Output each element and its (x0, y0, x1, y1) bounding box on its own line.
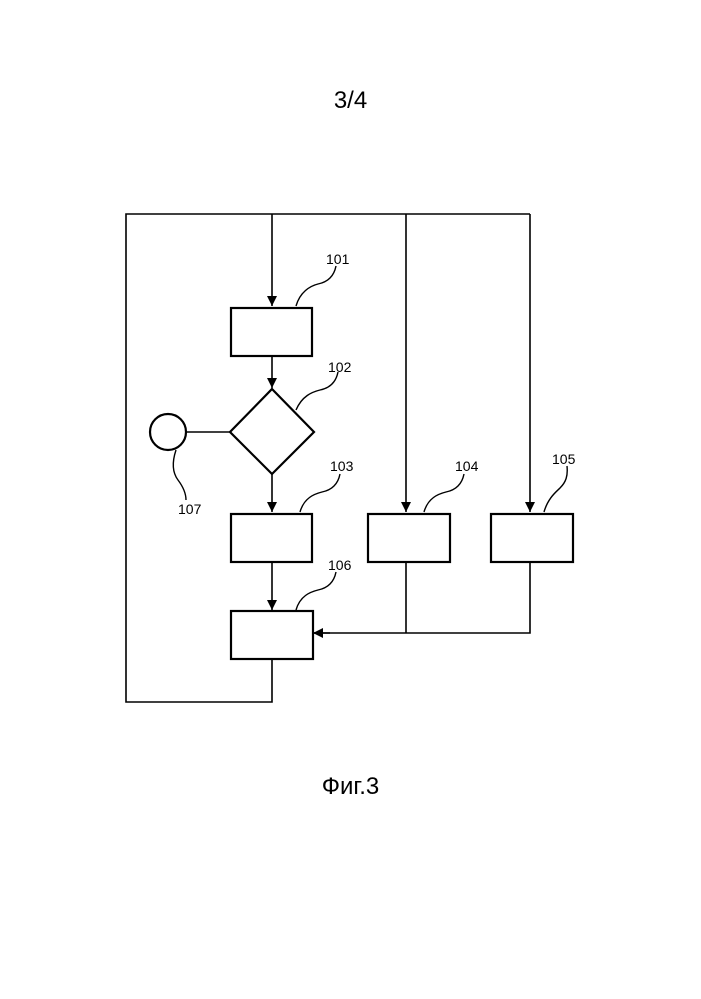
block-104 (368, 514, 450, 562)
label-105: 105 (552, 451, 576, 467)
block-106 (231, 611, 313, 659)
leader-104 (424, 474, 464, 512)
terminal-107 (150, 414, 186, 450)
block-105 (491, 514, 573, 562)
leader-106 (296, 572, 336, 610)
figure-caption: Фиг.3 (0, 772, 701, 802)
leader-102 (296, 372, 338, 410)
leader-101 (296, 266, 336, 306)
label-102: 102 (328, 359, 352, 375)
block-101 (231, 308, 312, 356)
leader-107 (173, 450, 186, 500)
label-103: 103 (330, 458, 354, 474)
leader-105 (544, 466, 567, 512)
label-104: 104 (455, 458, 479, 474)
label-107: 107 (178, 501, 202, 517)
block-103 (231, 514, 312, 562)
label-101: 101 (326, 251, 350, 267)
leader-103 (300, 474, 340, 512)
label-106: 106 (328, 557, 352, 573)
